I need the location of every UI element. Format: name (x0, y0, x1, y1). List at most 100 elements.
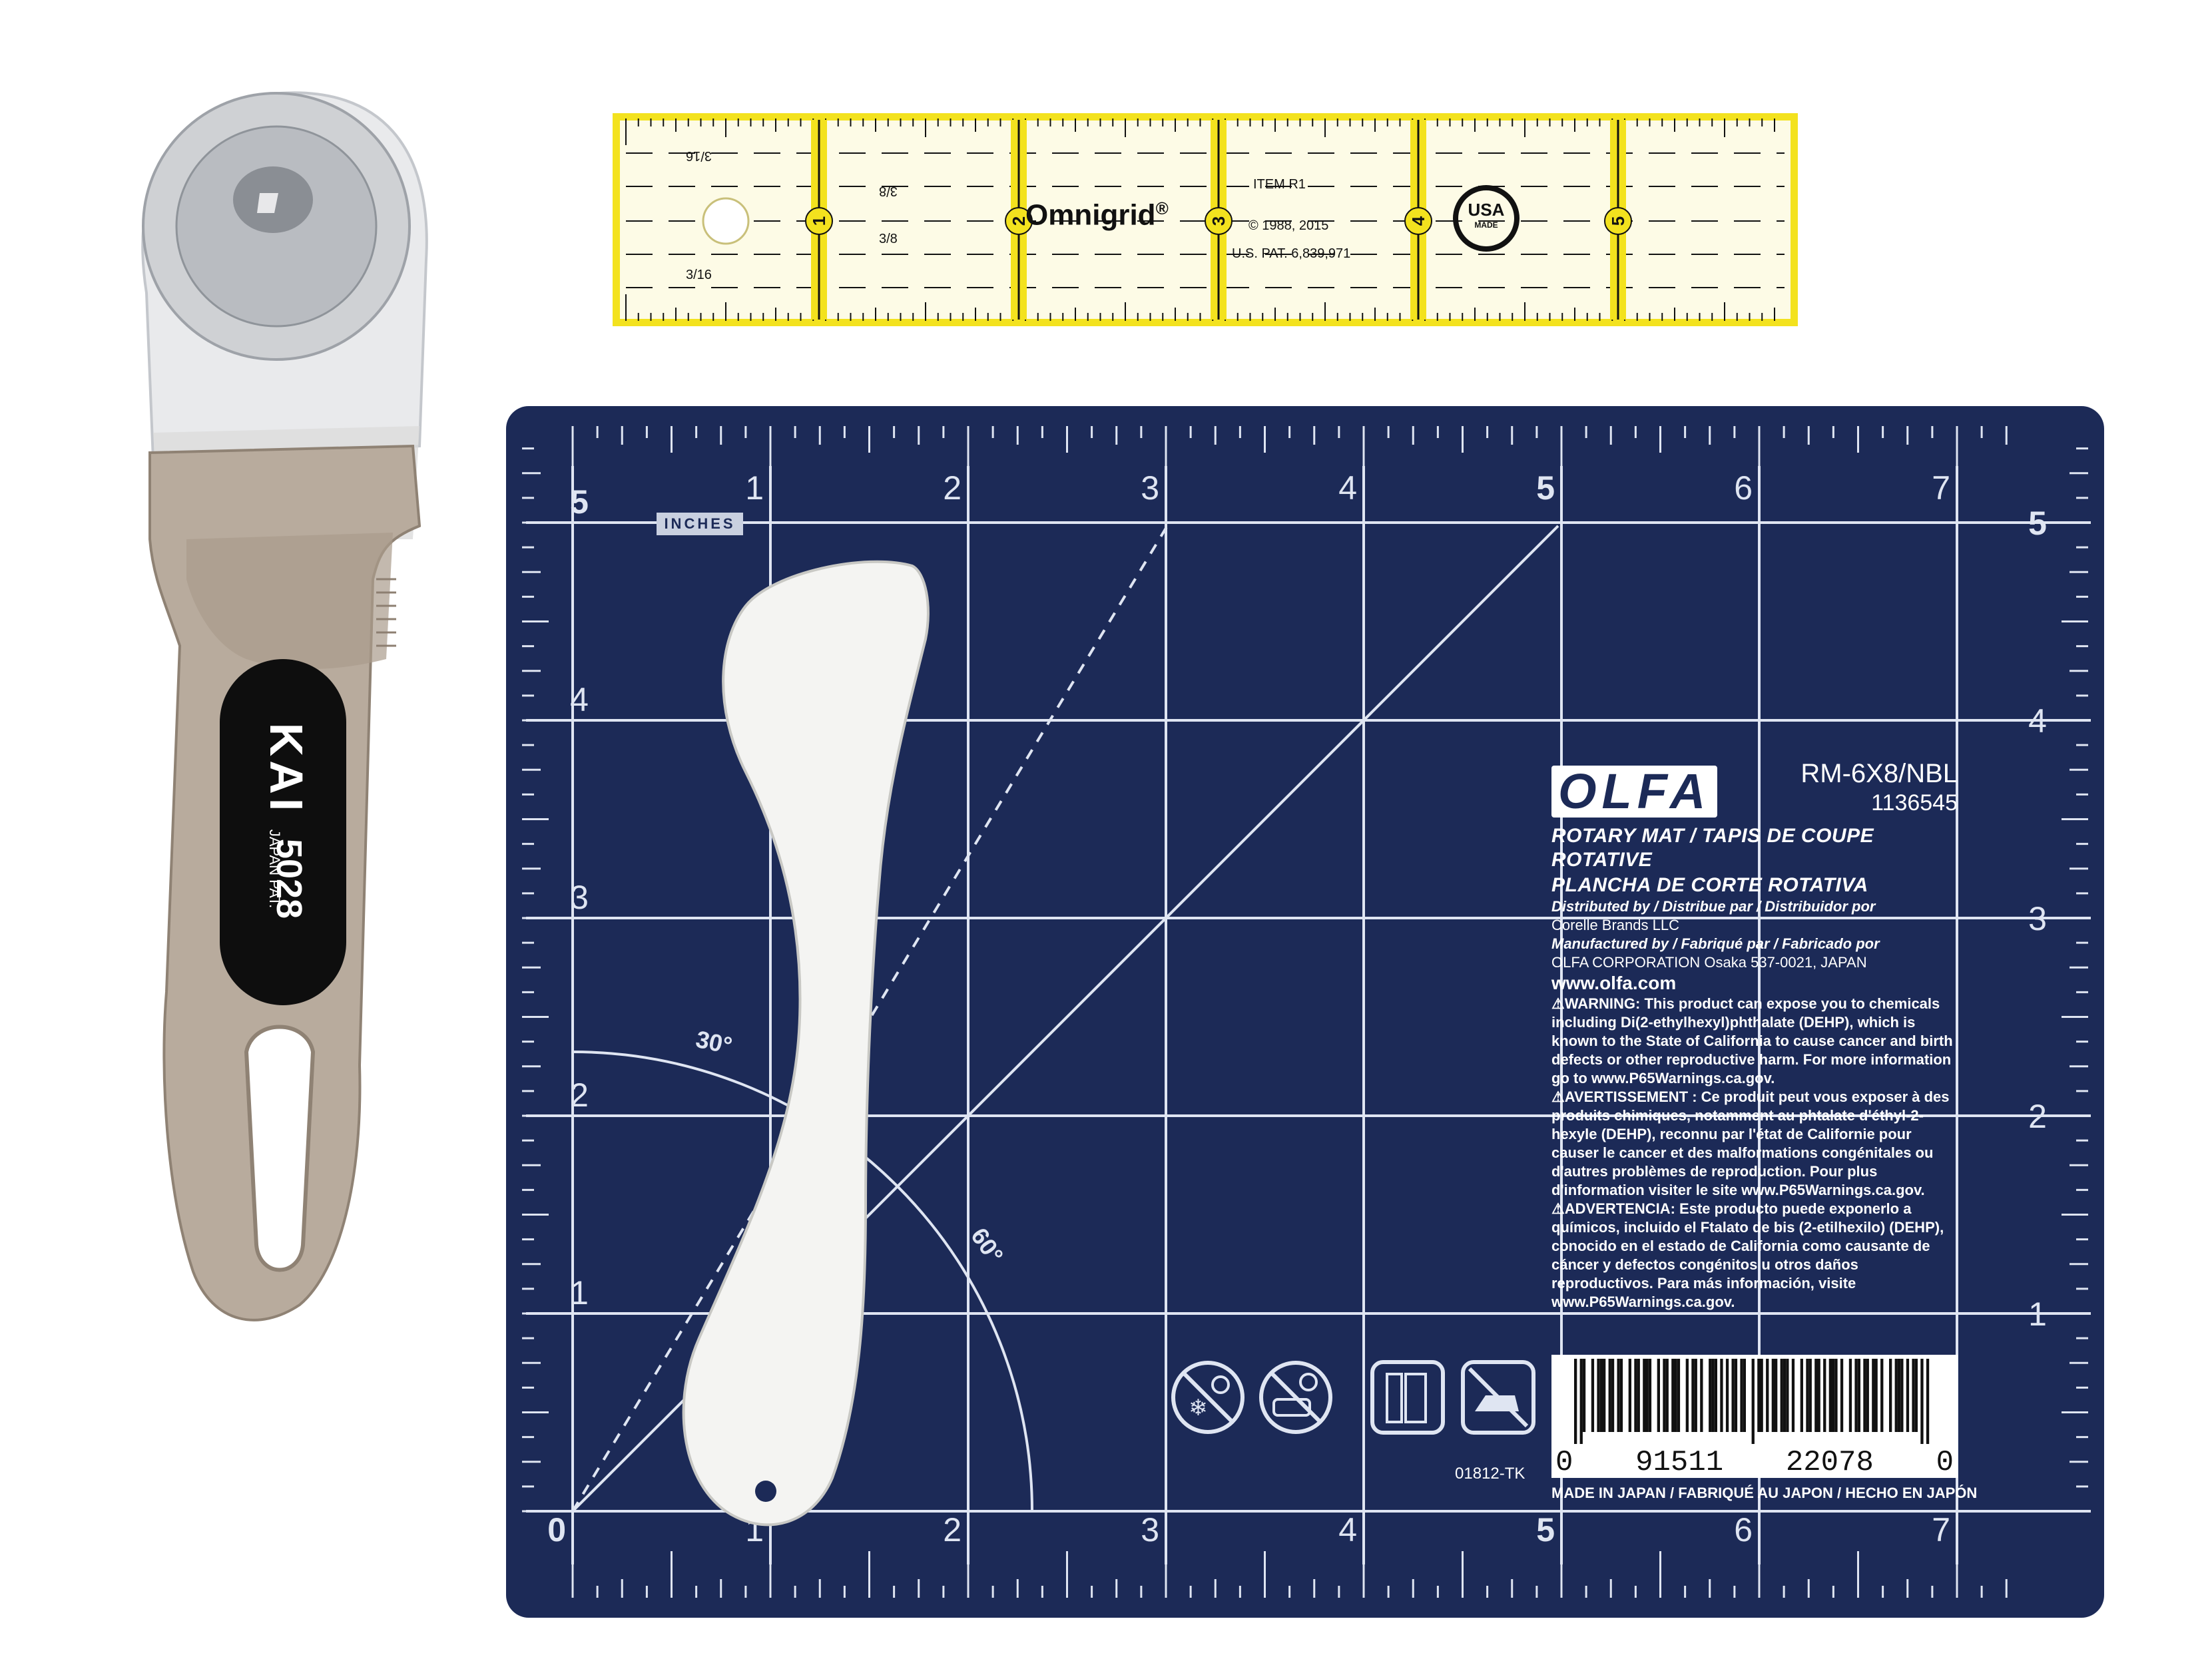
hang-hole (702, 197, 750, 245)
store-flat-icon (1370, 1360, 1445, 1435)
diagonal-60 (571, 525, 1169, 1513)
barcode-bar (1857, 1359, 1860, 1432)
barcode-bar (1894, 1359, 1898, 1432)
warning-fr: ⚠AVERTISSEMENT : Ce produit peut vous ex… (1551, 1088, 1950, 1198)
barcode-bar (1619, 1359, 1623, 1432)
barcode-bar (1912, 1359, 1915, 1432)
title-es: PLANCHA DE CORTE ROTATIVA (1551, 874, 1868, 896)
mat-bottom-number: 5 (1536, 1511, 1555, 1548)
manufactured-by: Manufactured by / Fabriqué par / Fabrica… (1551, 935, 1880, 952)
barcode-digit-3: 22078 (1785, 1446, 1874, 1479)
ruler-patent: U.S. PAT. 6,839,971 (1232, 246, 1351, 261)
mat-top-number: 5 (1536, 469, 1555, 507)
mat-right-number: 4 (2028, 702, 2047, 740)
barcode-digit-4: 0 (1936, 1446, 1954, 1479)
product-code: 01812-TK (1455, 1465, 1525, 1483)
rotary-cutter: KAI 5028 JAPAN PAT. (100, 73, 499, 1365)
cutter-patent: JAPAN PAT. (266, 829, 283, 909)
barcode-bar (1734, 1359, 1738, 1432)
cutter-brand: KAI (260, 722, 312, 816)
distributor: Corelle Brands LLC (1551, 917, 1679, 933)
barcode-bar (1711, 1359, 1715, 1432)
barcode-bar (1700, 1359, 1703, 1432)
spatula-hole (755, 1481, 776, 1502)
mat-top-number: 2 (943, 469, 962, 507)
barcode-bar (1663, 1359, 1666, 1432)
ruler-inch-number: 1 (809, 216, 829, 226)
barcode-bar (1628, 1359, 1631, 1432)
barcode-bar (1674, 1359, 1677, 1432)
ruler-inch-number: 4 (1408, 216, 1428, 226)
ruler-fraction-3: 3/8 (879, 232, 898, 246)
ruler-inch-dot (805, 207, 833, 235)
barcode-bar (1848, 1359, 1852, 1432)
barcode-bar (1731, 1359, 1735, 1432)
ruler-copyright: © 1988, 2015 (1248, 218, 1329, 233)
mat-top-number: 6 (1734, 469, 1753, 507)
barcode-bar (1900, 1359, 1904, 1432)
barcode-bar (1823, 1359, 1826, 1432)
barcode-bar (1597, 1359, 1600, 1432)
cutter-grip-hole (244, 1025, 316, 1272)
mat-bottom-number: 4 (1338, 1511, 1357, 1548)
barcode-bar (1880, 1359, 1884, 1432)
barcode-bar (1766, 1359, 1769, 1432)
barcode-bar (1771, 1359, 1775, 1432)
ruler-inch-number: 3 (1209, 216, 1229, 226)
spatula-body (682, 560, 930, 1527)
olfa-header: OLFA RM-6X8/NBL 1136545 (1551, 759, 1958, 818)
barcode-bar (1854, 1359, 1858, 1432)
title-en-fr: ROTARY MAT / TAPIS DE COUPE ROTATIVE (1551, 825, 1874, 871)
barcode-bars (1574, 1359, 1930, 1444)
mat-top-number: 7 (1932, 469, 1950, 507)
model-number: 1136545 (1871, 790, 1958, 816)
barcode: 0 91511 22078 0 (1551, 1355, 1958, 1479)
spatula-tool (666, 553, 946, 1551)
barcode-bar (1906, 1359, 1910, 1432)
barcode-bar (1840, 1359, 1844, 1432)
ruler-fraction-4: 3/16 (686, 268, 712, 282)
barcode-bar (1806, 1359, 1809, 1432)
warning-en: ⚠WARNING: This product can expose you to… (1551, 995, 1953, 1086)
barcode-bar (1725, 1359, 1729, 1432)
barcode-bar (1775, 1359, 1778, 1432)
model-block: RM-6X8/NBL 1136545 (1728, 759, 1958, 818)
manufacturer: OLFA CORPORATION Osaka 537-0021, JAPAN (1551, 954, 1867, 971)
badge-top: USA (1468, 200, 1505, 220)
barcode-bar (1617, 1359, 1620, 1432)
ruler-registered: ® (1155, 198, 1169, 218)
website: www.olfa.com (1551, 973, 1677, 993)
olfa-logo: OLFA (1551, 766, 1718, 818)
barcode-bar (1582, 1359, 1586, 1432)
barcode-bar (1648, 1359, 1652, 1432)
barcode-bar (1832, 1359, 1835, 1432)
ruler-fraction-1: 3/16 (686, 148, 712, 163)
mat-top-number: 3 (1141, 469, 1159, 507)
barcode-bar (1657, 1359, 1660, 1432)
barcode-bar (1743, 1359, 1746, 1432)
mat-top-number: 4 (1338, 469, 1357, 507)
barcode-bar (1757, 1359, 1761, 1432)
barcode-bar (1709, 1359, 1712, 1432)
barcode-bar (1691, 1359, 1695, 1432)
svg-text:❄: ❄ (1189, 1395, 1208, 1421)
ruler-inch-number: 5 (1608, 216, 1628, 226)
mat-left-number: 2 (570, 1076, 589, 1114)
barcode-bar (1611, 1359, 1615, 1432)
mat-left-number: 4 (570, 681, 589, 718)
made-in: MADE IN JAPAN / FABRIQUÉ AU JAPON / HECH… (1551, 1485, 1978, 1501)
barcode-bar (1645, 1359, 1649, 1432)
angle-arc (572, 1051, 1033, 1512)
barcode-bar (1783, 1359, 1787, 1432)
no-heat-cold-icon: ❄ (1171, 1361, 1244, 1434)
no-sun-car-icon (1259, 1361, 1332, 1434)
barcode-bar (1760, 1359, 1763, 1432)
barcode-bar (1591, 1359, 1595, 1432)
barcode-bar (1828, 1359, 1832, 1432)
barcode-bar (1780, 1359, 1783, 1432)
barcode-digits: 0 91511 22078 0 (1551, 1446, 1958, 1479)
mat-bottom-number: 6 (1734, 1511, 1753, 1548)
mat-bottom-number: 2 (943, 1511, 962, 1548)
